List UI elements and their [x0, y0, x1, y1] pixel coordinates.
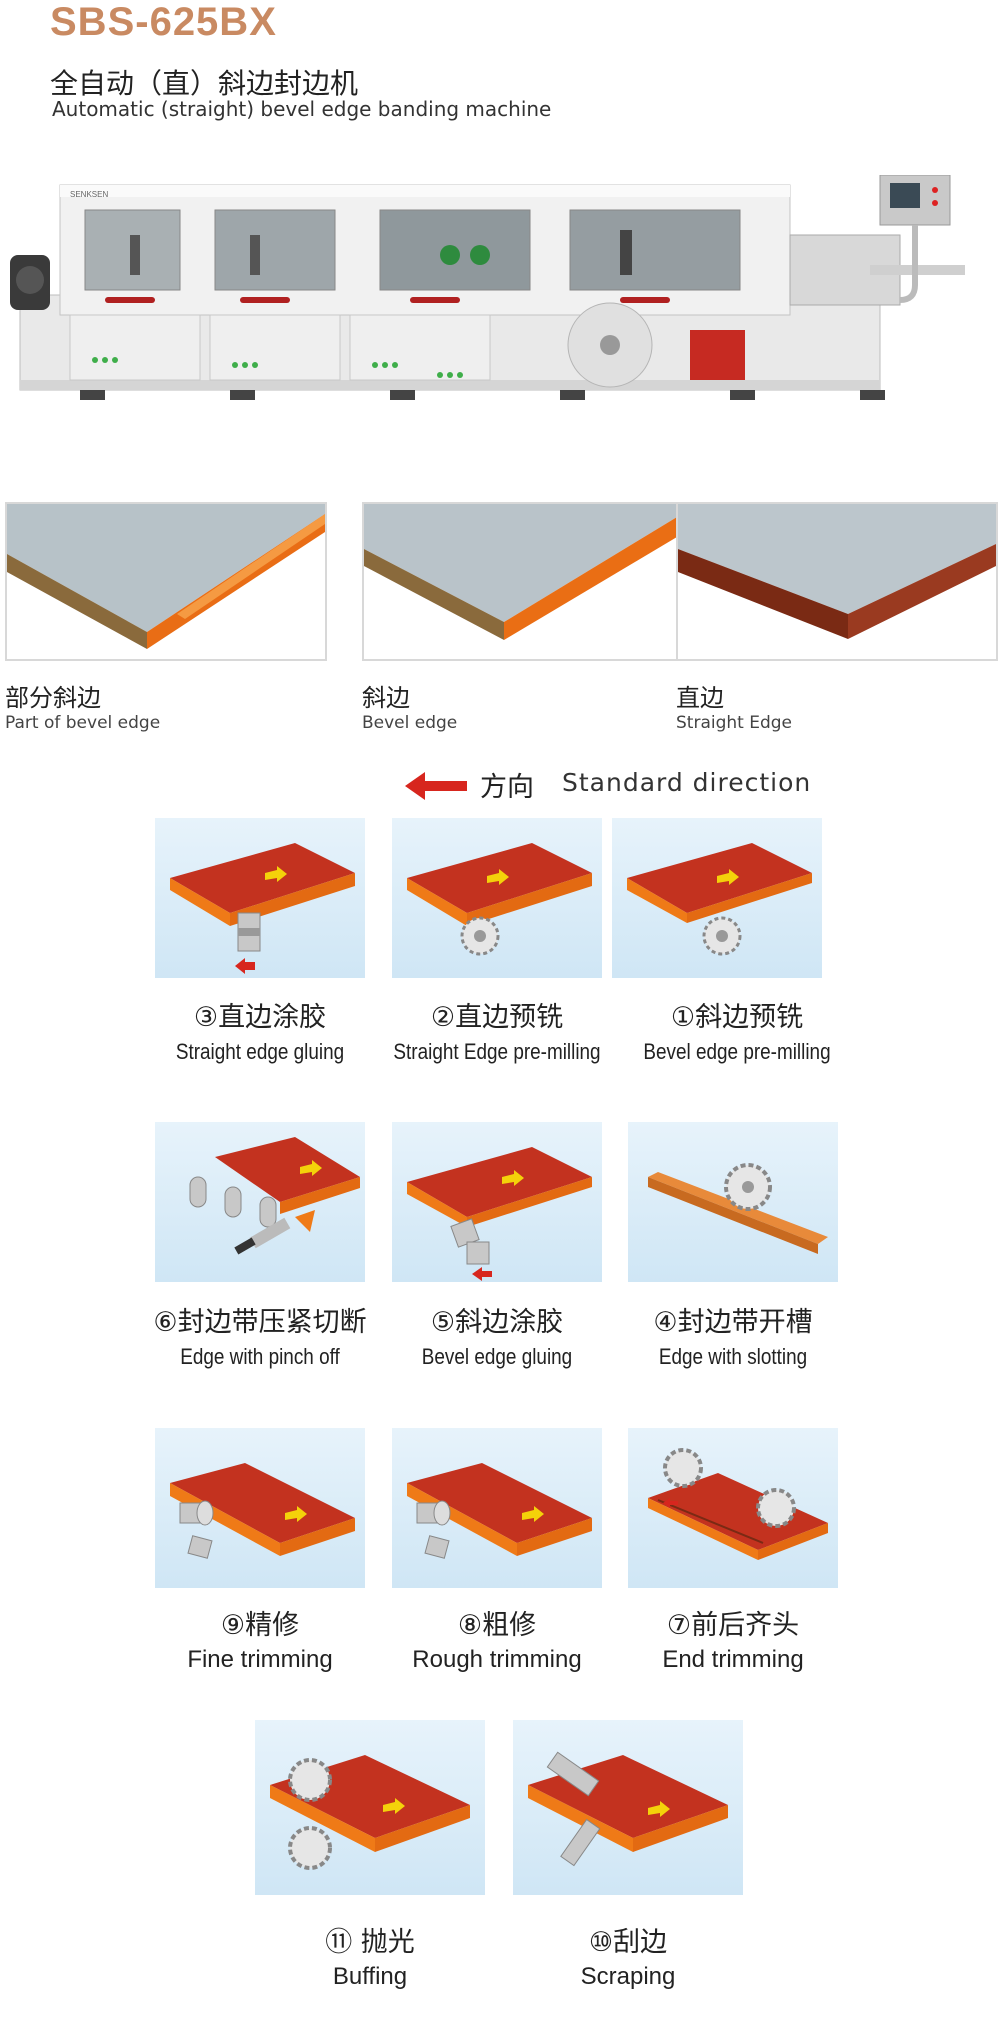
step-label-cn: ⑨精修	[220, 1610, 300, 1641]
step-label-en: Scraping	[580, 1963, 676, 1990]
step-tile-rough-trimming	[392, 1428, 602, 1588]
step-label-en: Rough trimming	[412, 1646, 582, 1673]
step-label-cn: ①斜边预铣	[670, 1002, 804, 1033]
direction-label-en: Standard direction	[562, 768, 812, 797]
step-label-cn: ⑧粗修	[457, 1610, 537, 1641]
step-caption-2: ②直边预铣 Straight Edge pre-milling	[372, 1000, 622, 1068]
edge-panel-straight	[676, 502, 998, 661]
step-label-en: Straight edge gluing	[175, 1039, 345, 1064]
step-caption-4: ④封边带开槽 Edge with slotting	[608, 1305, 858, 1373]
step-tile-pinch-off	[155, 1122, 365, 1282]
step-caption-8: ⑧粗修 Rough trimming	[372, 1608, 622, 1676]
step-label-en: Buffing	[332, 1963, 408, 1990]
step-label-en: Bevel edge pre-milling	[643, 1039, 831, 1064]
edge-panel-bevel	[362, 502, 684, 661]
edge-label-cn: 部分斜边	[5, 684, 101, 712]
step-label-en: End trimming	[662, 1646, 804, 1673]
step-caption-11: ⑪ 抛光 Buffing	[245, 1925, 495, 1993]
step-tile-slotting	[628, 1122, 838, 1282]
step-label-cn: ③直边涂胶	[193, 1002, 327, 1033]
step-caption-5: ⑤斜边涂胶 Bevel edge gluing	[372, 1305, 622, 1373]
edge-label-cn: 斜边	[362, 684, 410, 712]
edge-label-en: Part of bevel edge	[5, 713, 161, 733]
step-tile-buffing	[255, 1720, 485, 1895]
direction-label-cn: 方向	[480, 772, 534, 803]
step-caption-6: ⑥封边带压紧切断 Edge with pinch off	[135, 1305, 385, 1373]
step-tile-end-trimming	[628, 1428, 838, 1588]
edge-panel-part-bevel	[5, 502, 327, 661]
machine-illustration: SENKSEN	[10, 174, 970, 435]
step-label-cn: ④封边带开槽	[653, 1307, 813, 1338]
step-label-en: Straight Edge pre-milling	[393, 1039, 601, 1064]
step-label-cn: ⑩刮边	[588, 1927, 668, 1958]
brand-logo: SENKSEN	[70, 190, 108, 199]
edge-label-en: Bevel edge	[362, 713, 458, 733]
edge-label-cn: 直边	[676, 684, 724, 712]
edge-label-2: 斜边 Bevel edge	[362, 678, 457, 733]
step-caption-3: ③直边涂胶 Straight edge gluing	[135, 1000, 385, 1068]
step-caption-10: ⑩刮边 Scraping	[503, 1925, 753, 1993]
step-label-cn: ⑥封边带压紧切断	[153, 1307, 367, 1338]
step-caption-1: ①斜边预铣 Bevel edge pre-milling	[612, 1000, 862, 1068]
step-label-en: Edge with pinch off	[180, 1344, 340, 1369]
step-label-cn: ⑪ 抛光	[325, 1927, 415, 1958]
step-tile-bevel-gluing	[392, 1122, 602, 1282]
step-label-cn: ⑦前后齐头	[666, 1610, 800, 1641]
model-number: SBS-625BX	[50, 0, 277, 44]
step-caption-7: ⑦前后齐头 End trimming	[608, 1608, 858, 1676]
step-label-en: Fine trimming	[187, 1646, 333, 1673]
step-caption-9: ⑨精修 Fine trimming	[135, 1608, 385, 1676]
edge-label-1: 部分斜边 Part of bevel edge	[5, 678, 160, 733]
edge-label-en: Straight Edge	[676, 713, 793, 733]
step-tile-fine-trimming	[155, 1428, 365, 1588]
step-label-en: Bevel edge gluing	[421, 1344, 573, 1369]
step-tile-bevel-premilling	[612, 818, 822, 978]
step-label-cn: ②直边预铣	[430, 1002, 564, 1033]
title-chinese: 全自动（直）斜边封边机	[50, 67, 359, 100]
step-tile-straight-gluing	[155, 818, 365, 978]
step-label-en: Edge with slotting	[658, 1344, 808, 1369]
title-english: Automatic (straight) bevel edge banding …	[52, 97, 552, 121]
edge-label-3: 直边 Straight Edge	[676, 678, 792, 733]
step-tile-scraping	[513, 1720, 743, 1895]
direction-arrow-icon	[405, 772, 467, 800]
step-tile-straight-premilling	[392, 818, 602, 978]
step-label-cn: ⑤斜边涂胶	[430, 1307, 564, 1338]
